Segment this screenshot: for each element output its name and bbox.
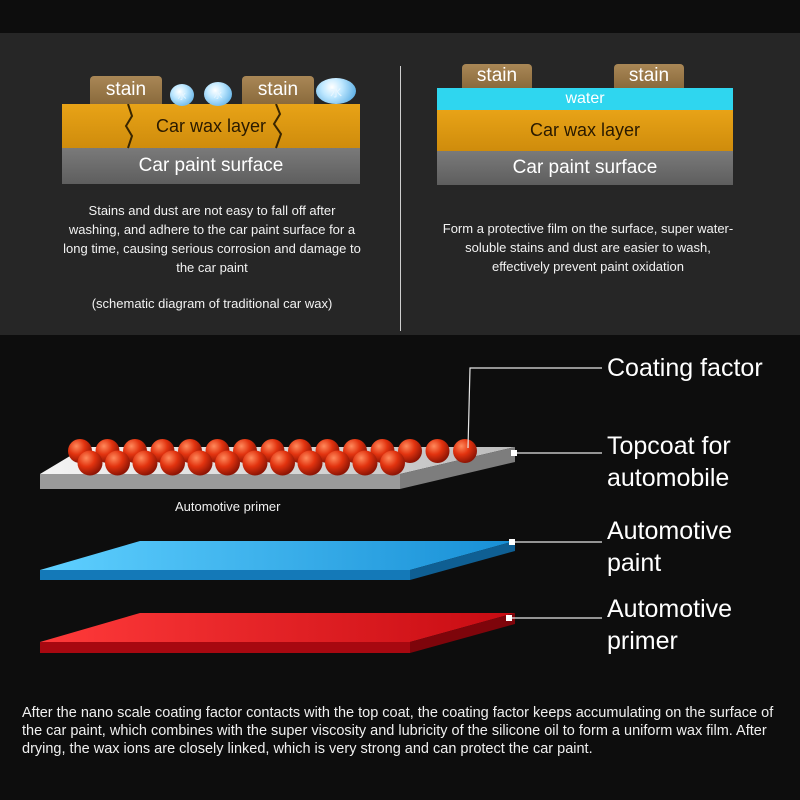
- right-stain-2-label: stain: [628, 65, 670, 86]
- coating-factor-balls: [68, 439, 477, 476]
- label-topcoat-underlabel: Automotive primer: [175, 499, 281, 514]
- right-stain-2: stain: [614, 64, 684, 88]
- left-wax-layer: Car wax layer: [62, 104, 360, 148]
- coating-ball: [270, 450, 295, 476]
- coating-ball: [187, 450, 213, 476]
- primer-plate: [40, 613, 515, 653]
- right-water-label: water: [565, 90, 605, 107]
- leader-dots: [506, 450, 517, 621]
- right-description: Form a protective film on the surface, s…: [442, 221, 734, 274]
- coating-ball: [352, 450, 378, 476]
- right-water-layer: water: [437, 88, 733, 110]
- coating-ball: [242, 450, 268, 476]
- water-drop-icon: 水: [316, 78, 356, 104]
- left-paint-layer: Car paint surface: [62, 148, 360, 184]
- coating-ball: [105, 450, 130, 476]
- left-caption: (schematic diagram of traditional car wa…: [91, 296, 333, 311]
- label-automotive-paint: Automotive paint: [607, 517, 733, 577]
- left-description: Stains and dust are not easy to fall off…: [63, 203, 361, 275]
- label-automotive-primer: Automotive primer: [607, 595, 733, 655]
- paint-plate: [40, 541, 515, 580]
- coating-ball: [398, 439, 422, 463]
- coating-ball: [77, 450, 103, 476]
- coating-ball: [132, 450, 158, 476]
- coating-ball: [297, 450, 323, 476]
- leader-lines: [467, 367, 602, 619]
- coating-ball: [160, 450, 185, 476]
- left-paint-label: Car paint surface: [138, 155, 284, 176]
- right-paint-label: Car paint surface: [512, 157, 658, 178]
- right-stain-1: stain: [462, 64, 532, 88]
- panel-divider: [400, 66, 401, 331]
- water-drop-icon: 水: [170, 84, 194, 106]
- label-coating-factor: Coating factor: [607, 354, 763, 382]
- right-wax-layer: Car wax layer: [437, 110, 733, 151]
- coating-ball: [380, 450, 405, 476]
- coating-ball: [425, 439, 450, 463]
- coating-ball: [325, 450, 350, 476]
- right-stain-1-label: stain: [476, 65, 518, 86]
- coating-ball: [453, 439, 477, 463]
- right-paint-layer: Car paint surface: [437, 151, 733, 185]
- left-stain-1: stain: [90, 76, 162, 104]
- coating-ball: [215, 450, 240, 476]
- right-wax-label: Car wax layer: [529, 120, 641, 140]
- left-stain-2-label: stain: [257, 79, 299, 100]
- left-stain-2: stain: [242, 76, 314, 104]
- layer-plates: [40, 367, 602, 653]
- left-stain-1-label: stain: [105, 79, 147, 100]
- label-topcoat: Topcoat for automobile: [607, 432, 731, 492]
- left-wax-label: Car wax layer: [155, 115, 267, 136]
- footer-text: After the nano scale coating factor cont…: [22, 705, 774, 757]
- water-drop-icon: 水: [204, 82, 232, 106]
- wax-crack-icon: [124, 103, 283, 149]
